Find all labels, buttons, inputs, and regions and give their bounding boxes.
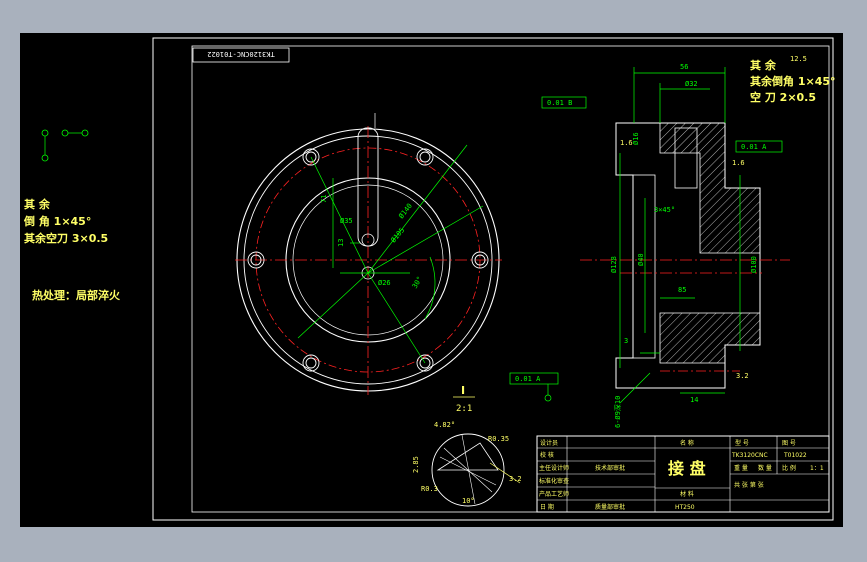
tb-dept2: 标准化审查 xyxy=(539,477,569,485)
tol-a-bottom: 0.01 A xyxy=(515,375,541,383)
front-view: Ø140 Ø105 Ø35 Ø26 71 13 30° xyxy=(235,113,502,395)
tb-material-label: 材 料 xyxy=(680,490,694,498)
tol-a-right: 0.01 A xyxy=(741,143,767,151)
drawing-code-stamp: TK3120CNC-T01022 xyxy=(207,50,274,58)
tb-checker: 校 核 xyxy=(540,451,554,459)
dim-13: 13 xyxy=(337,239,345,247)
dim-d26: Ø26 xyxy=(378,279,391,287)
dim-14: 14 xyxy=(690,396,698,404)
dim-3x45: 3×45° xyxy=(654,206,675,214)
detail-angle: 4.82° xyxy=(434,421,455,429)
tb-date: 日 期 xyxy=(540,503,554,511)
tb-stamp1: 技术部审批 xyxy=(595,464,625,472)
note-right-other: 其 余 xyxy=(750,58,777,72)
dim-d16: Ø16 xyxy=(632,132,640,145)
tb-model: TK3120CNC xyxy=(731,452,768,459)
note-undercut: 其余空刀 3×0.5 xyxy=(24,231,108,245)
tb-qty: 数 量 xyxy=(758,464,772,472)
roughness-r4: 3.2 xyxy=(736,372,749,380)
detail-angle-10: 10° xyxy=(462,497,475,505)
note-chamfer: 倒 角 1×45° xyxy=(23,214,91,228)
tb-weight: 重 量 xyxy=(734,464,748,472)
dim-holes: 6-Ø9深10 xyxy=(613,396,622,428)
tb-scale: 1：1 xyxy=(810,465,824,472)
tb-code: T01022 xyxy=(783,452,807,459)
detail-label: I xyxy=(461,384,465,397)
drawing-canvas[interactable]: TK3120CNC-T01022 其 余 倒 角 1×45° 其余空刀 3×0.… xyxy=(20,33,843,527)
detail-height: 2.85 xyxy=(412,456,420,473)
detail-scale: 2:1 xyxy=(456,404,472,414)
note-heat-treatment: 热处理：局部淬火 xyxy=(32,288,121,302)
note-right-chamfer: 其余倒角 1×45° xyxy=(750,74,836,88)
roughness-r3: 1.6 xyxy=(732,159,745,167)
dim-d32: Ø32 xyxy=(685,80,698,88)
tb-code-label: 图 号 xyxy=(782,440,796,447)
outer-frame xyxy=(152,37,834,521)
part-name: 接 盘 xyxy=(668,459,706,478)
tb-dept3: 产品工艺师 xyxy=(539,490,569,498)
dim-d35: Ø35 xyxy=(340,217,353,225)
dim-angle-30: 30° xyxy=(411,275,424,290)
section-view: 56 Ø32 Ø16 Ø128 Ø40 Ø100 3×45° 85 14 3 6… xyxy=(509,55,807,428)
inner-frame xyxy=(191,45,830,513)
note-other: 其 余 xyxy=(24,197,51,211)
dim-d105: Ø105 xyxy=(389,226,406,244)
tb-material: HT250 xyxy=(675,504,695,511)
tb-sheets: 共 张 第 张 xyxy=(734,481,764,489)
code-stamp-box xyxy=(192,47,290,63)
tb-model-label: 型 号 xyxy=(735,439,749,447)
tb-stamp2: 质量部审批 xyxy=(595,503,625,511)
note-right-undercut: 空 刀 2×0.5 xyxy=(750,90,816,104)
detail-r03: R0.3 xyxy=(421,485,438,493)
dim-56: 56 xyxy=(680,63,688,71)
detail-roughness: 3.2 xyxy=(509,475,522,483)
dim-d100: Ø100 xyxy=(750,256,758,273)
detail-view: I 2:1 4.82° R0.35 R0.3 2.85 10° 3.2 xyxy=(412,384,522,507)
tb-designer: 设计员 xyxy=(540,439,558,447)
tb-dept1: 主任设计师 xyxy=(539,464,569,472)
dim-d128: Ø128 xyxy=(610,256,618,273)
title-block: 设计员 校 核 主任设计师 标准化审查 产品工艺师 日 期 技术部审批 质量部审… xyxy=(536,435,830,513)
roughness-top: 12.5 xyxy=(790,55,807,63)
datum-symbols xyxy=(41,129,89,162)
dim-71: 71 xyxy=(320,195,328,203)
tol-b: 0.01 B xyxy=(547,99,572,107)
dim-85: 85 xyxy=(678,286,686,294)
tb-scale-label: 比 例 xyxy=(782,464,796,472)
tb-name-label: 名 称 xyxy=(680,439,694,447)
detail-r035: R0.35 xyxy=(488,435,509,443)
dim-d140: Ø140 xyxy=(397,202,414,220)
dim-d40: Ø40 xyxy=(637,253,645,266)
dim-3: 3 xyxy=(624,337,628,345)
roughness-r2: 1.6 xyxy=(620,139,633,147)
cad-drawing: TK3120CNC-T01022 其 余 倒 角 1×45° 其余空刀 3×0.… xyxy=(23,37,836,521)
